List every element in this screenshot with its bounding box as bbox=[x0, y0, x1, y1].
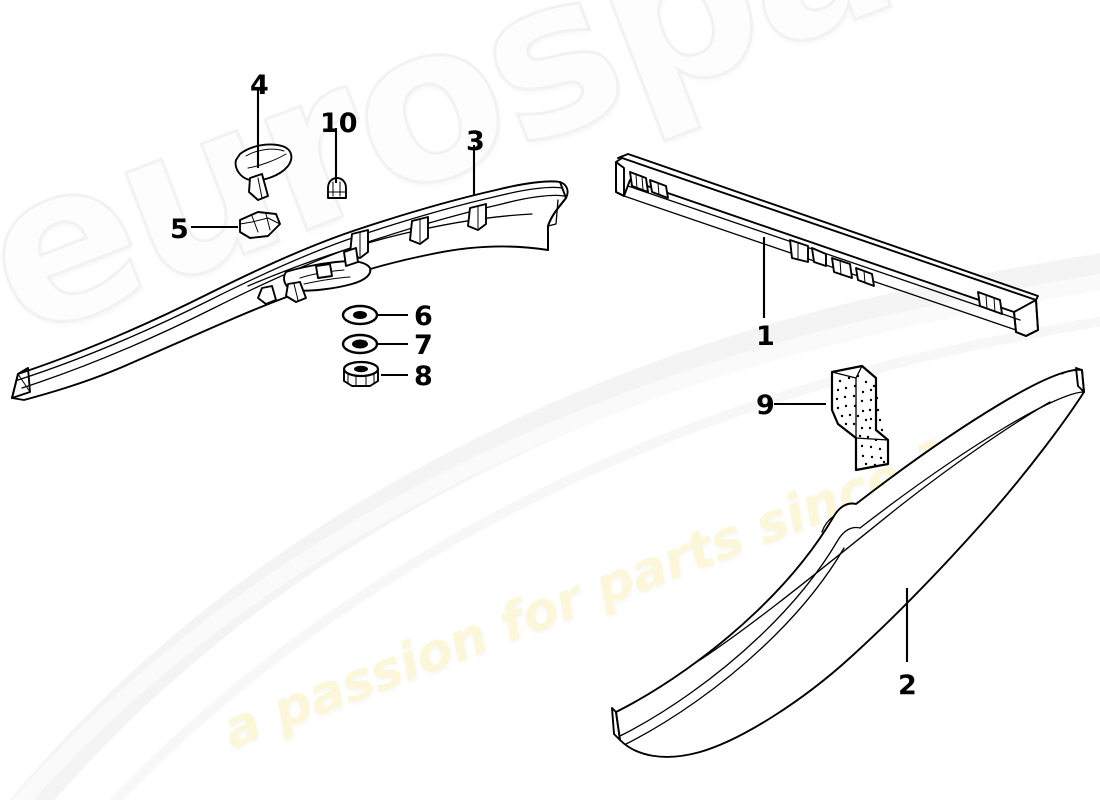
part-4-latch-handle bbox=[234, 143, 293, 201]
callout-number-6: 6 bbox=[414, 301, 433, 332]
part-5-latch-hook-wedge bbox=[239, 211, 281, 239]
part-3-front-roof-bow bbox=[11, 180, 569, 401]
callout-number-3: 3 bbox=[466, 126, 485, 157]
callout-number-9: 9 bbox=[756, 390, 775, 421]
callout-number-2: 2 bbox=[898, 670, 917, 701]
part-9-foam-pad-bracket bbox=[830, 364, 890, 472]
part-8-hex-nut bbox=[342, 360, 380, 387]
part-6-flat-washer bbox=[341, 304, 379, 326]
callout-number-7: 7 bbox=[414, 330, 433, 361]
part-1-roof-rail bbox=[615, 153, 1039, 337]
part-10-retaining-grommet bbox=[327, 177, 347, 199]
bow-mounting-tabs bbox=[349, 203, 487, 259]
callout-number-4: 4 bbox=[250, 70, 269, 101]
callout-number-10: 10 bbox=[320, 108, 358, 139]
callout-number-1: 1 bbox=[756, 321, 775, 352]
callout-number-8: 8 bbox=[414, 361, 433, 392]
part-7-lock-washer bbox=[341, 333, 379, 355]
callout-number-5: 5 bbox=[170, 214, 189, 245]
